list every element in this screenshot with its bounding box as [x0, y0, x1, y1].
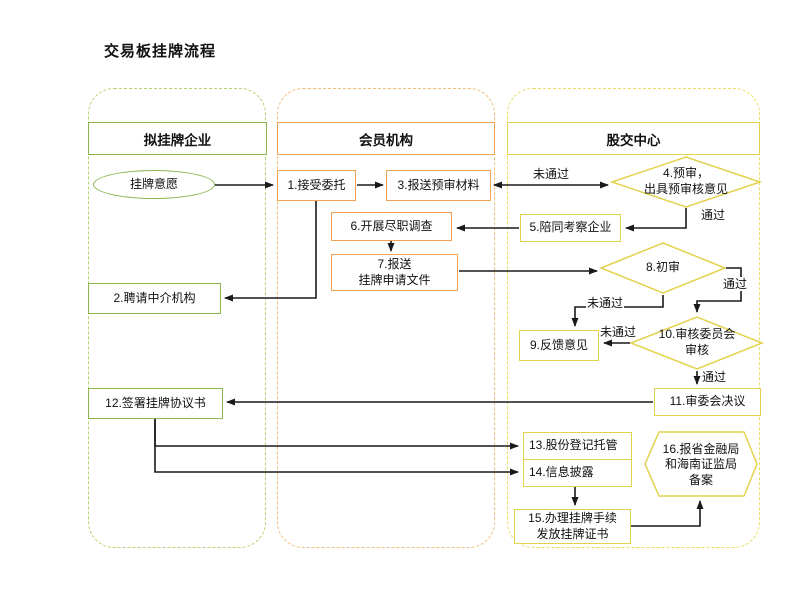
edge-accept-to-hire-intermediary	[224, 201, 317, 302]
node-complete-listing: 15.办理挂牌手续 发放挂牌证书	[514, 509, 631, 544]
edge-agreement-to-registration	[154, 419, 519, 450]
lane-header-exchange-center: 股交中心	[507, 122, 760, 155]
diagram-title: 交易板挂牌流程	[104, 43, 217, 60]
node-accept-entrustment: 1.接受委托	[277, 170, 356, 201]
edge-pre-review-pass-to-inspect	[625, 208, 687, 232]
node-regulator-filing: 16.报省金融局 和海南证监局 备案	[662, 441, 740, 487]
label-pre-review-fail: 未通过	[532, 167, 571, 181]
hexagon-filing	[644, 431, 758, 497]
lane-exchange-center	[507, 88, 760, 548]
node-sign-listing-agreement: 12.签署挂牌协议书	[88, 388, 223, 419]
node-committee-review: 10.审核委员会 审核	[658, 327, 736, 357]
node-information-disclosure: 14.信息披露	[523, 459, 632, 487]
label-committee-fail: 未通过	[599, 325, 638, 339]
lane-member	[277, 88, 495, 548]
node-accompany-inspection: 5.陪同考察企业	[520, 214, 621, 242]
diamond-first-review	[598, 242, 728, 294]
node-share-registration: 13.股份登记托管	[523, 432, 632, 460]
lane-header-member: 会员机构	[277, 122, 495, 155]
edge-listing-to-filing	[631, 500, 704, 527]
node-listing-intent: 挂牌意愿	[93, 170, 215, 199]
lane-header-enterprise: 拟挂牌企业	[88, 122, 267, 155]
node-pre-review: 4.预审， 出具预审核意见	[643, 166, 728, 196]
edge-agreement-to-disclosure	[154, 419, 519, 476]
node-submit-listing-application: 7.报送 挂牌申请文件	[331, 254, 458, 291]
edge-first-review-pass-to-committee	[693, 267, 742, 313]
node-due-diligence: 6.开展尽职调查	[331, 212, 452, 241]
node-submit-pre-review-materials: 3.报送预审材料	[386, 170, 491, 201]
label-committee-pass: 通过	[701, 370, 728, 384]
node-feedback-opinions: 9.反馈意见	[519, 330, 599, 361]
diamond-pre-review	[609, 156, 763, 208]
node-committee-resolution: 11.审委会决议	[654, 388, 761, 416]
label-pre-review-pass: 通过	[700, 208, 727, 222]
label-first-review-pass: 通过	[722, 277, 749, 291]
node-first-review: 8.初审	[645, 260, 680, 275]
diamond-committee-review	[628, 316, 765, 370]
lane-enterprise	[88, 88, 266, 548]
label-first-review-fail: 未通过	[586, 296, 625, 310]
node-hire-intermediary: 2.聘请中介机构	[88, 283, 221, 314]
